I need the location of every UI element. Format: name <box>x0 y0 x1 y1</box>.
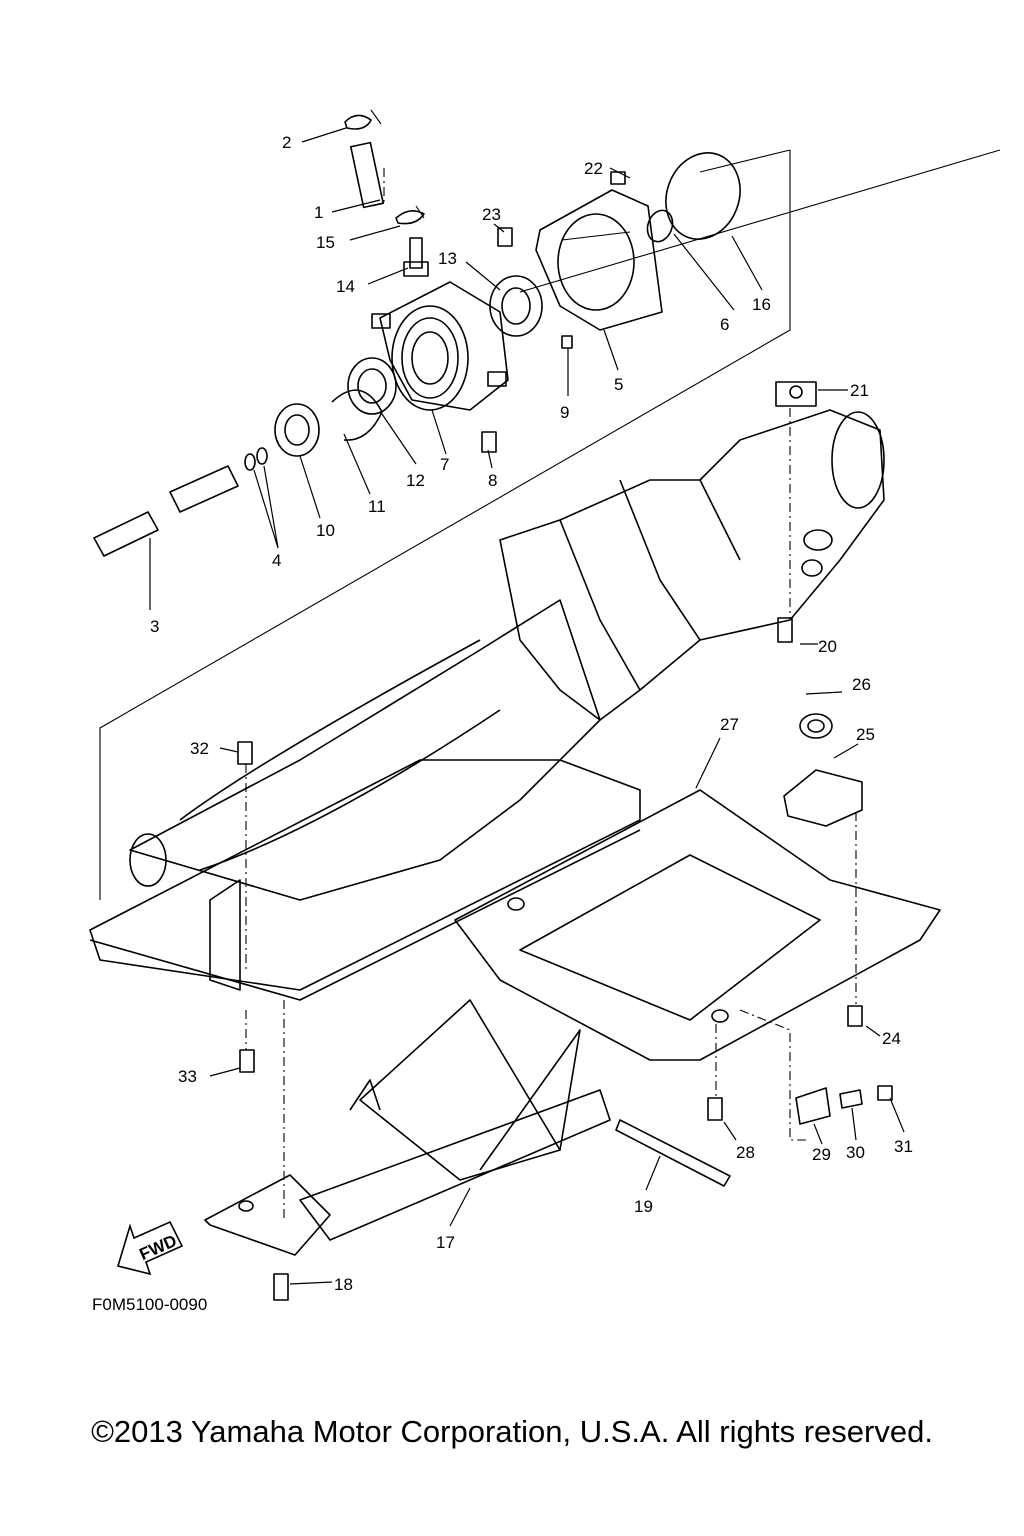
grate-plate <box>204 1174 331 1256</box>
callout-23: 23 <box>482 205 501 224</box>
callout-1: 1 <box>314 203 323 222</box>
callout-10: 10 <box>316 521 335 540</box>
forward-arrow: FWD <box>116 1220 184 1276</box>
jet-pump-unit <box>499 409 885 721</box>
callout-31: 31 <box>894 1137 913 1156</box>
assembly-frame <box>99 149 1001 900</box>
callout-12: 12 <box>406 471 425 490</box>
fasteners <box>237 381 893 1301</box>
callout-27: 27 <box>720 715 739 734</box>
drive-shaft <box>93 465 239 557</box>
callout-labels: 2 1 15 14 13 23 22 6 16 5 9 21 12 7 8 11… <box>150 133 913 1294</box>
callout-22: 22 <box>584 159 603 178</box>
callout-32: 32 <box>190 739 209 758</box>
callout-8: 8 <box>488 471 497 490</box>
callout-4: 4 <box>272 551 281 570</box>
oil-seal <box>489 275 543 337</box>
seal-strip <box>615 1119 731 1187</box>
exploded-parts-diagram: FWD 2 1 15 14 13 23 22 6 16 5 9 21 12 7 … <box>89 109 1001 1314</box>
bearing-housing <box>371 281 509 411</box>
callout-26: 26 <box>852 675 871 694</box>
diagram-id: F0M5100-0090 <box>92 1295 207 1314</box>
callout-33: 33 <box>178 1067 197 1086</box>
callout-19: 19 <box>634 1197 653 1216</box>
callout-15: 15 <box>316 233 335 252</box>
fitting-bolt <box>403 237 429 277</box>
callout-11: 11 <box>368 497 386 516</box>
o-rings <box>646 152 741 243</box>
callout-9: 9 <box>560 403 569 422</box>
callout-18: 18 <box>334 1275 353 1294</box>
callout-6: 6 <box>720 315 729 334</box>
callout-7: 7 <box>440 455 449 474</box>
callout-3: 3 <box>150 617 159 636</box>
callout-17: 17 <box>436 1233 455 1252</box>
callout-24: 24 <box>882 1029 901 1048</box>
copyright-notice: ©2013 Yamaha Motor Corporation, U.S.A. A… <box>91 1414 933 1449</box>
callout-13: 13 <box>438 249 457 268</box>
callout-30: 30 <box>846 1143 865 1162</box>
callout-21: 21 <box>850 381 869 400</box>
callout-14: 14 <box>336 277 355 296</box>
hose-with-clamps <box>344 109 425 225</box>
leader-lines <box>149 127 905 1285</box>
callout-16: 16 <box>752 295 771 314</box>
callout-5: 5 <box>614 375 623 394</box>
center-lines <box>245 168 857 1220</box>
bearings <box>244 357 397 471</box>
callout-28: 28 <box>736 1143 755 1162</box>
callout-2: 2 <box>282 133 291 152</box>
callout-25: 25 <box>856 725 875 744</box>
intake-grate <box>299 999 611 1241</box>
intake-duct <box>89 599 641 1001</box>
callout-29: 29 <box>812 1145 831 1164</box>
callout-20: 20 <box>818 637 837 656</box>
housing-cover <box>535 189 663 331</box>
ride-plate <box>454 789 941 1061</box>
